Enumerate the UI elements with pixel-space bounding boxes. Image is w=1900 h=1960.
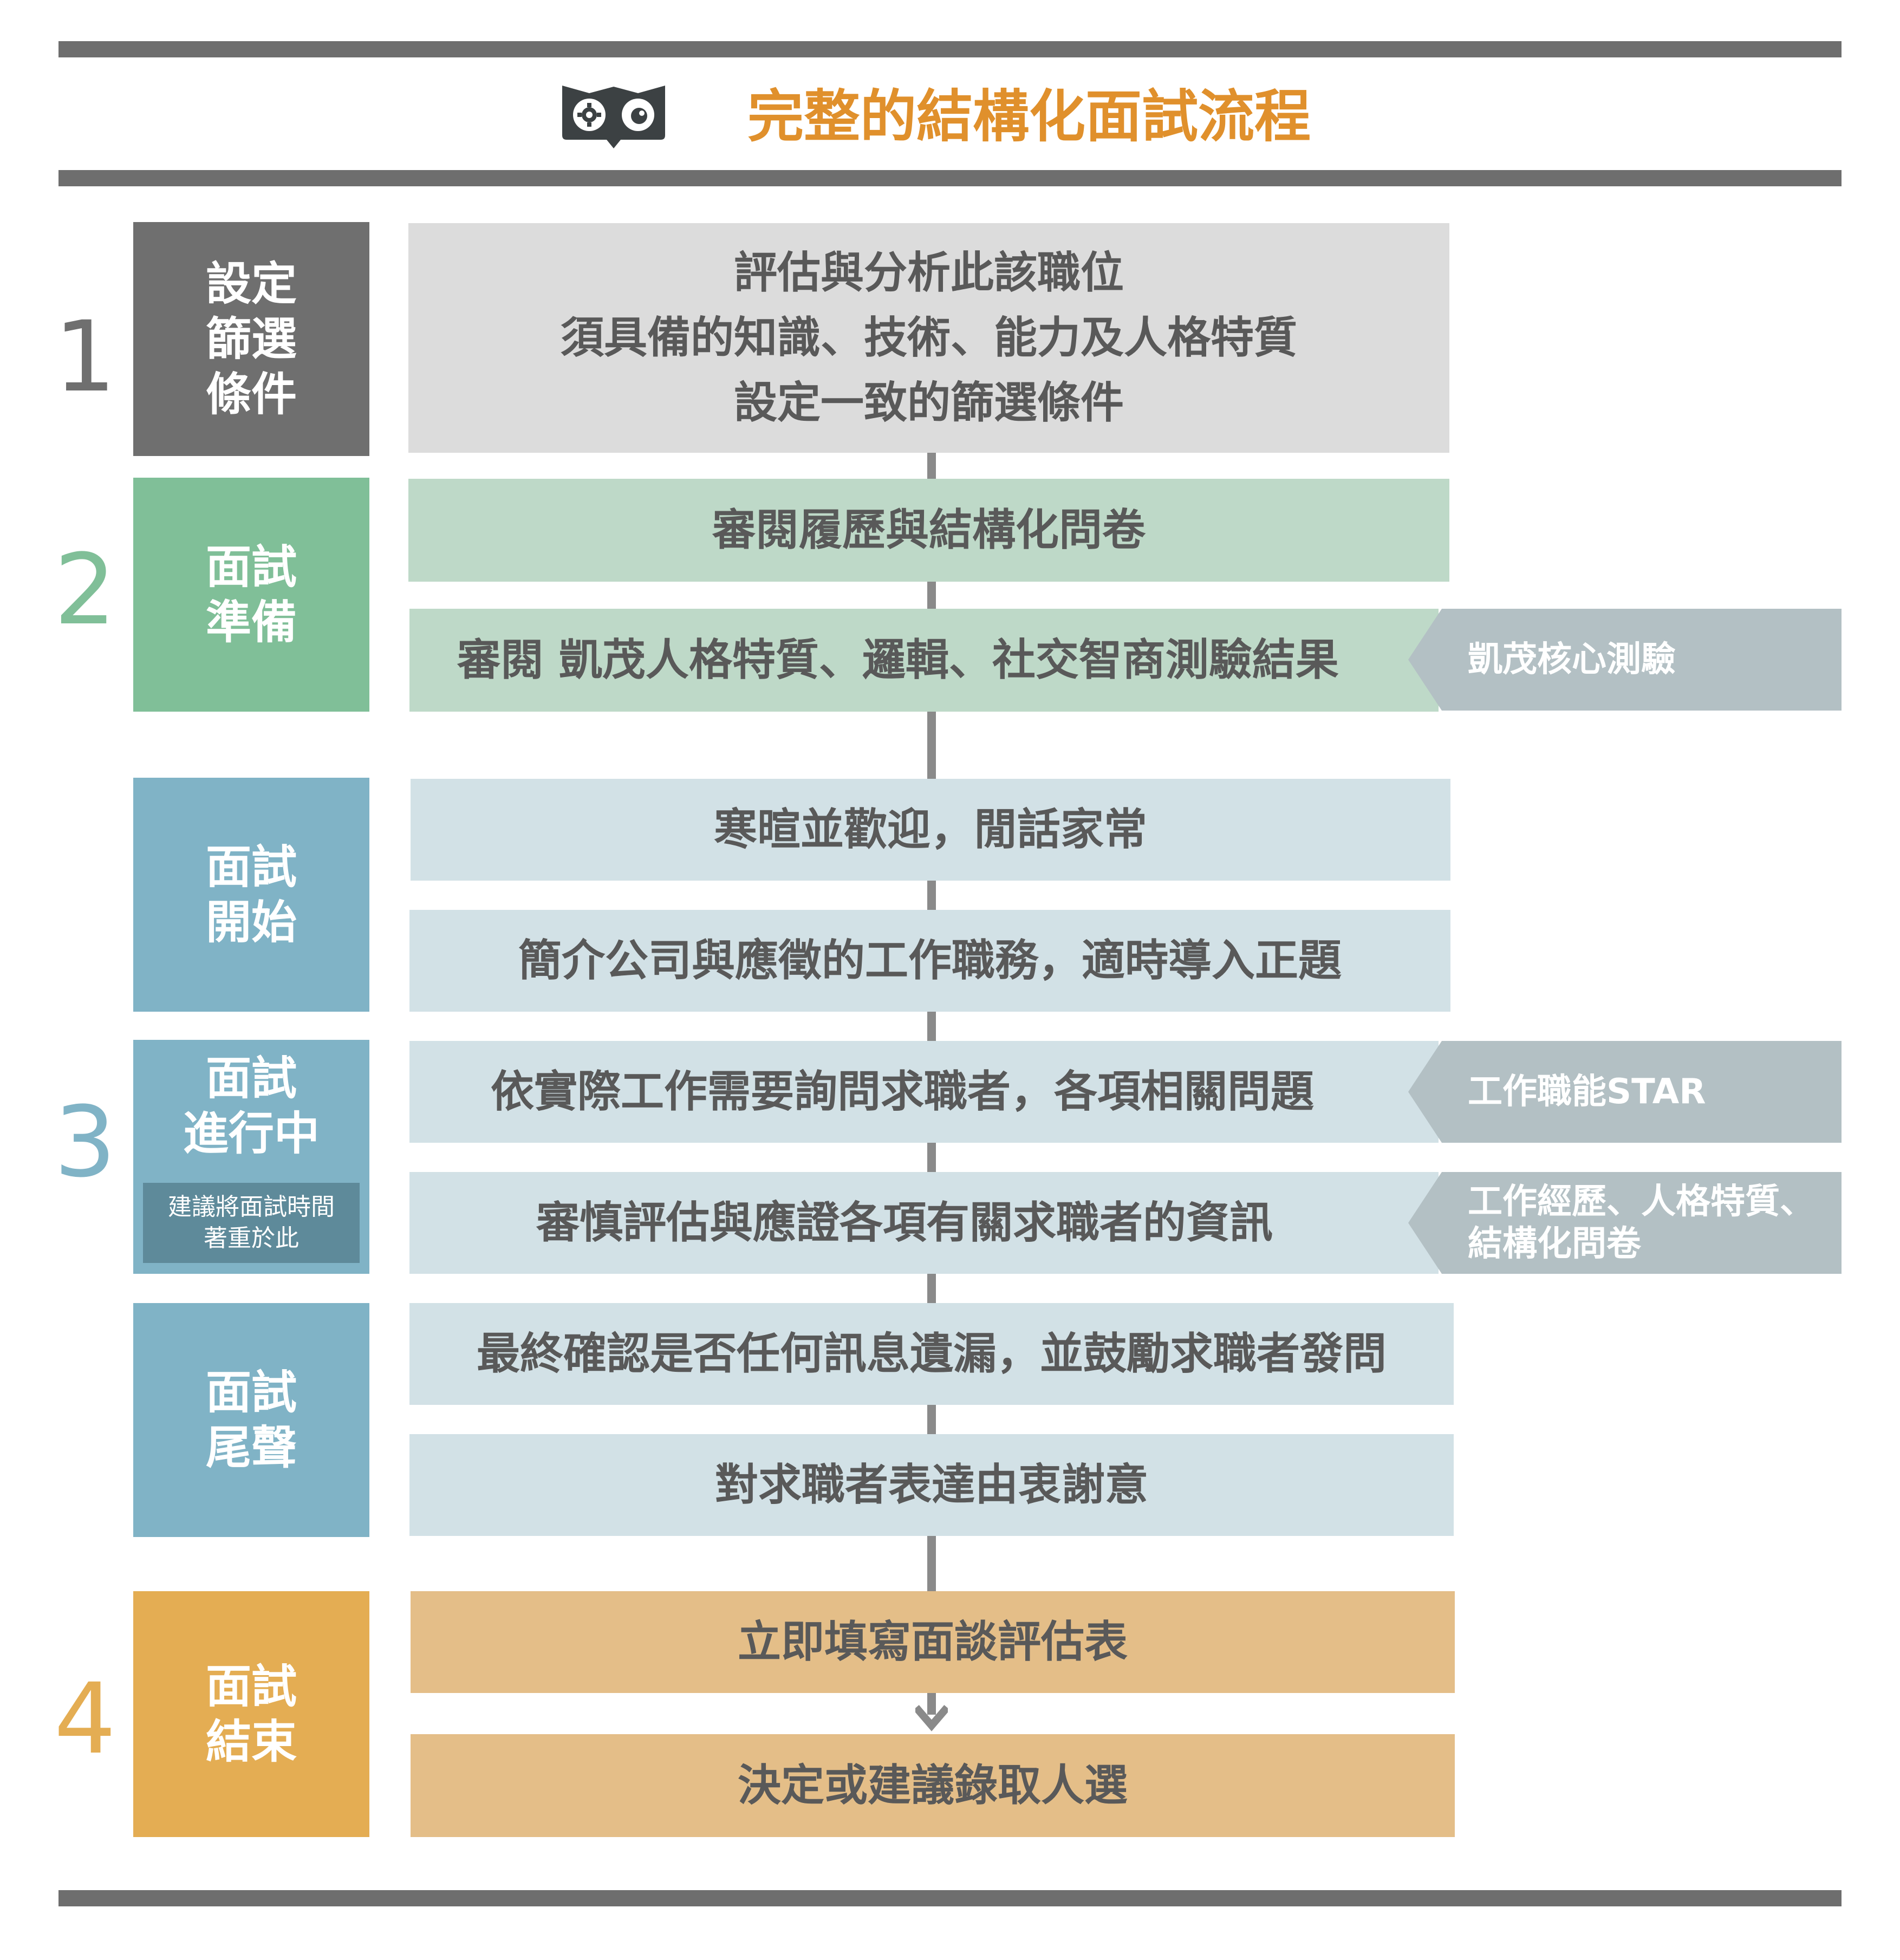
phase-label-text: 面試 準備 <box>205 541 297 649</box>
tag-star: 工作職能STAR <box>1408 1041 1842 1143</box>
tag-core-test: 凱茂核心測驗 <box>1408 609 1842 711</box>
phase-label-3a: 面試 開始 <box>133 778 369 1012</box>
phase-label-text: 面試 尾聲 <box>205 1366 297 1474</box>
arrow-down-icon <box>915 1705 948 1731</box>
step-box-11: 決定或建議錄取人選 <box>411 1734 1455 1837</box>
step-box-3: 審閱 凱茂人格特質、邏輯、社交智商測驗結果 <box>409 609 1439 712</box>
top-rule <box>58 41 1842 57</box>
phase-label-2: 面試 準備 <box>133 478 369 712</box>
phase-label-3b: 面試 進行中 建議將面試時間 著重於此 <box>133 1040 369 1274</box>
phase-label-text: 面試 結束 <box>205 1660 297 1768</box>
page-title: 完整的結構化面試流程 <box>747 83 1311 149</box>
phase-number-4: 4 <box>54 1663 116 1776</box>
phase-number-1: 1 <box>54 301 116 414</box>
phase-number-2: 2 <box>54 533 116 647</box>
phase-label-text: 面試 進行中 <box>183 1052 320 1160</box>
bottom-rule <box>58 1890 1842 1906</box>
phase-number-3: 3 <box>54 1086 116 1199</box>
step-box-8: 最終確認是否任何訊息遺漏，並鼓勵求職者發問 <box>409 1303 1454 1405</box>
step-box-9: 對求職者表達由衷謝意 <box>409 1434 1454 1536</box>
step-box-6: 依實際工作需要詢問求職者，各項相關問題 <box>409 1041 1439 1143</box>
step-box-2: 審閱履歷與結構化問卷 <box>408 479 1449 582</box>
phase-note: 建議將面試時間 著重於此 <box>143 1183 360 1263</box>
step-box-1: 評估與分析此該職位 須具備的知識、技術、能力及人格特質 設定一致的篩選條件 <box>408 223 1449 453</box>
step-box-10: 立即填寫面談評估表 <box>411 1591 1455 1693</box>
owl-eyes-logo-icon <box>562 86 665 148</box>
header-rule <box>58 170 1842 186</box>
step-box-5: 簡介公司與應徵的工作職務，適時導入正題 <box>409 910 1450 1012</box>
tag-experience: 工作經歷、人格特質、 結構化問卷 <box>1408 1172 1842 1274</box>
phase-label-4: 面試 結束 <box>133 1591 369 1837</box>
phase-label-1: 設定 篩選 條件 <box>133 222 369 456</box>
step-box-7: 審慎評估與應證各項有關求職者的資訊 <box>409 1172 1439 1274</box>
phase-label-text: 面試 開始 <box>205 841 297 949</box>
phase-label-3c: 面試 尾聲 <box>133 1303 369 1537</box>
step-box-4: 寒暄並歡迎，閒話家常 <box>411 779 1450 881</box>
phase-label-text: 設定 篩選 條件 <box>205 257 297 421</box>
